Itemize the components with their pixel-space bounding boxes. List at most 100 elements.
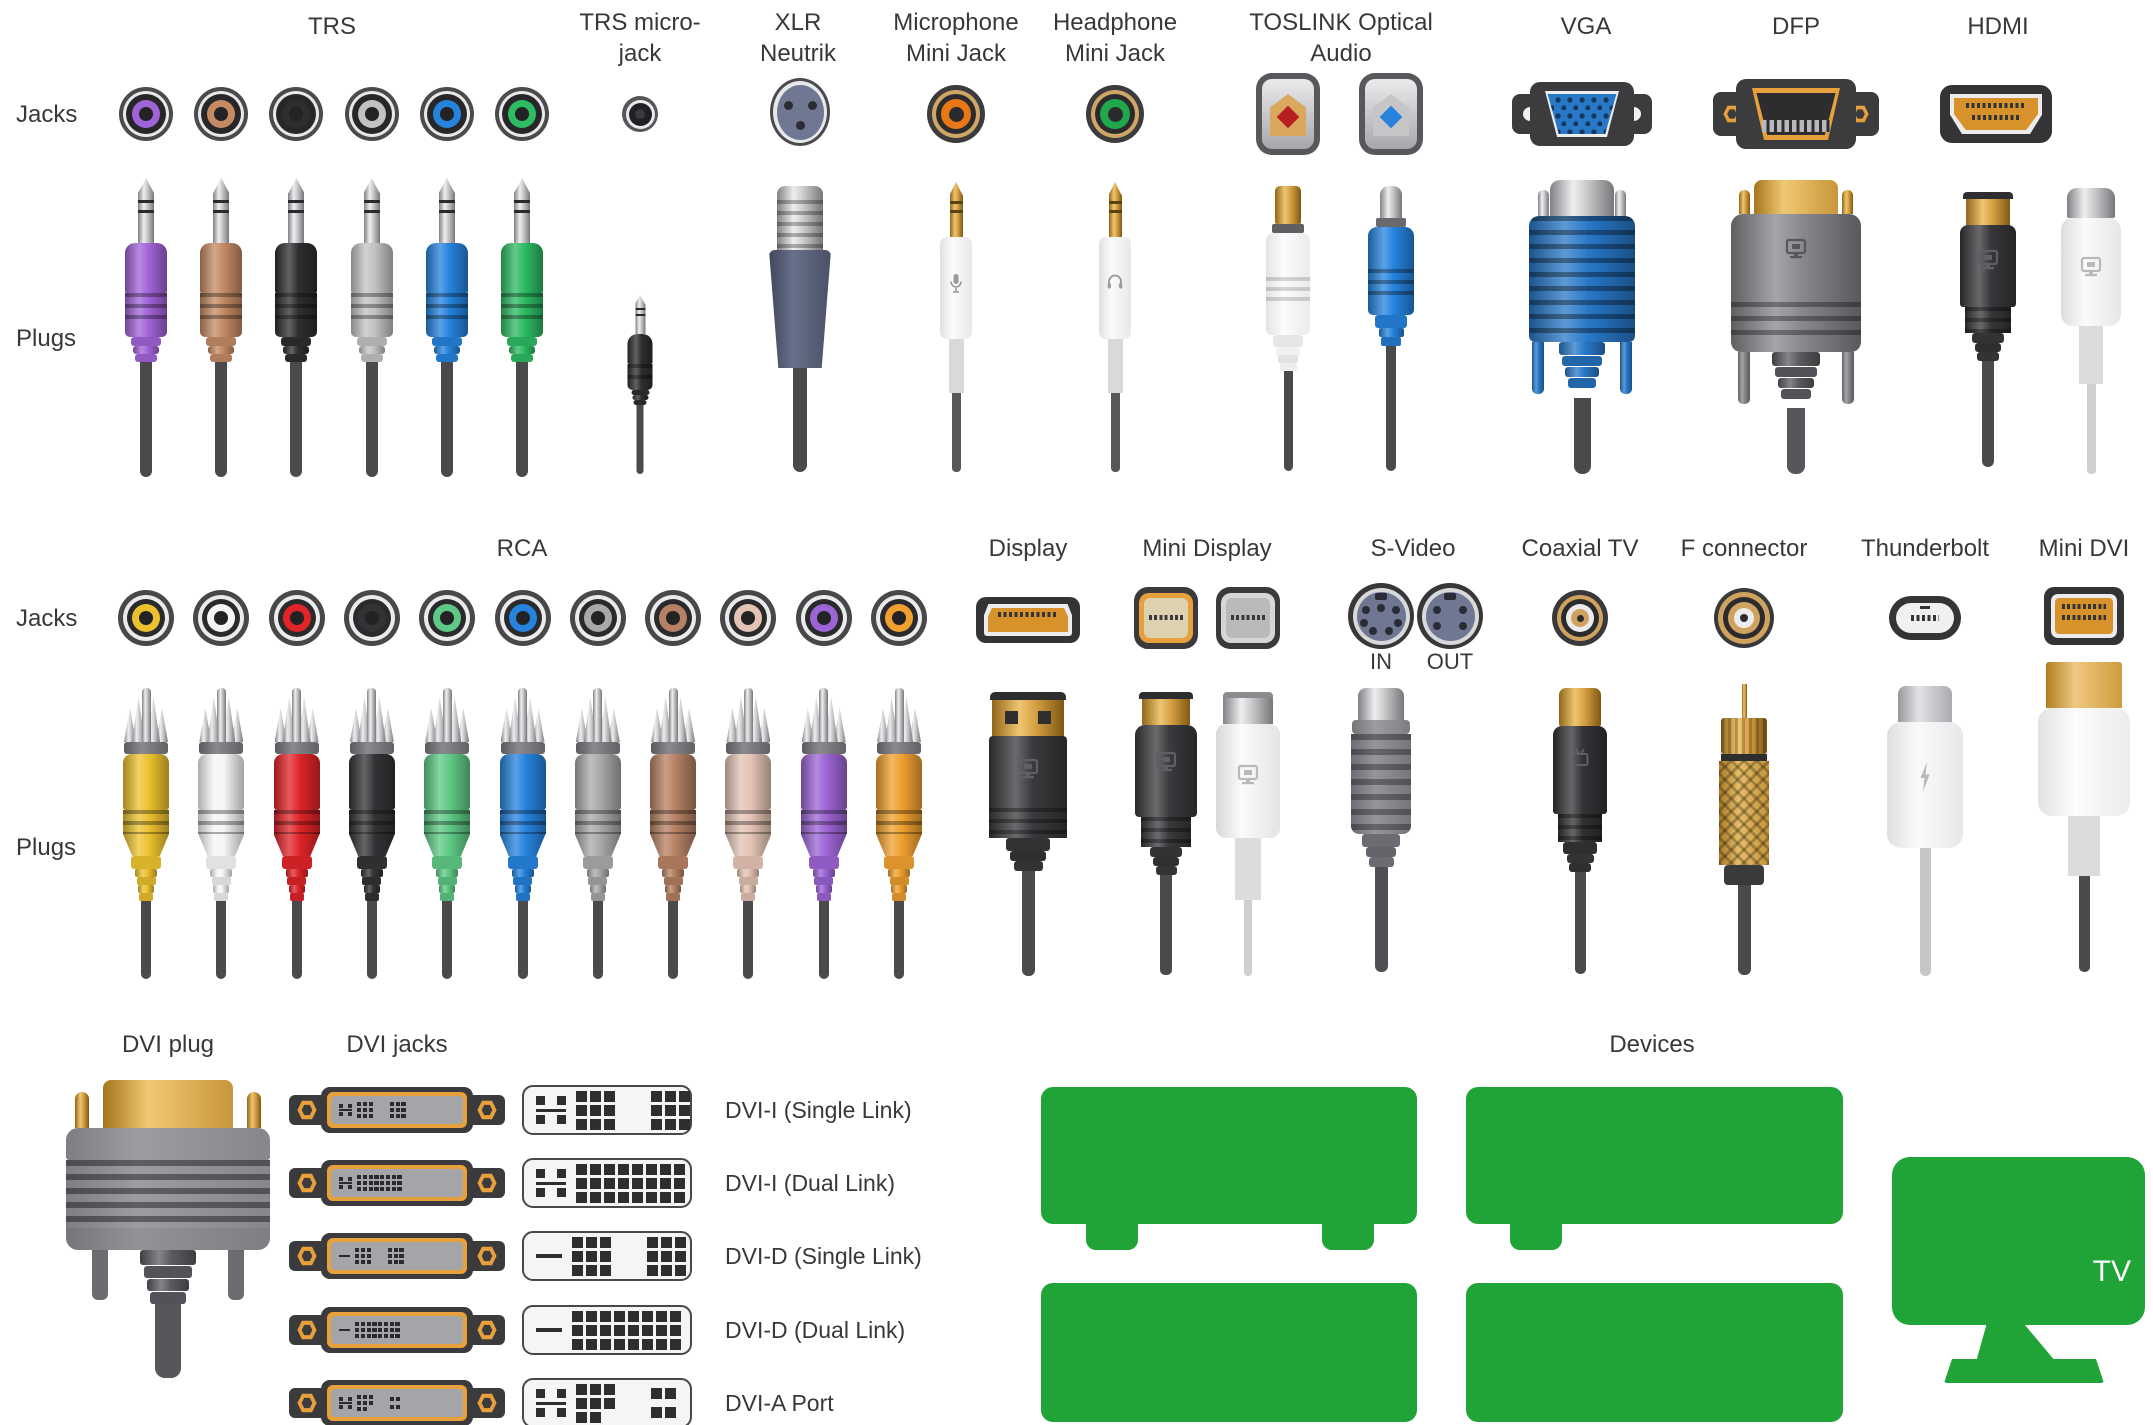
dvi-port-diagram[interactable]: [522, 1305, 692, 1355]
trs-plug[interactable]: [125, 178, 167, 477]
xlr-plug[interactable]: [769, 186, 831, 472]
trs-plug[interactable]: [275, 178, 318, 477]
dvi-port-diagram[interactable]: [522, 1158, 692, 1208]
screw-post: [92, 1250, 108, 1300]
pin-hole: [1362, 606, 1370, 614]
rca-jack[interactable]: [193, 590, 250, 646]
microphone-jack[interactable]: [927, 85, 985, 143]
headphone-jack[interactable]: [1086, 85, 1144, 143]
trs-jack[interactable]: [495, 87, 549, 141]
trs-micro-plug[interactable]: [627, 295, 653, 474]
rca-jack[interactable]: [795, 590, 852, 646]
toslink-jack[interactable]: [1359, 73, 1423, 155]
rca-plug[interactable]: [123, 688, 169, 979]
s-video-jack-in[interactable]: [1348, 583, 1414, 649]
device-box[interactable]: [1041, 1087, 1417, 1224]
tv-screen[interactable]: TV: [1892, 1157, 2145, 1325]
headphone-icon: [1107, 273, 1124, 295]
xlr-jack[interactable]: [770, 78, 830, 146]
rca-plug[interactable]: [348, 688, 395, 979]
displayport-jack[interactable]: [976, 597, 1080, 643]
device-foot: [1086, 1218, 1138, 1250]
coaxial-tv-plug[interactable]: [1553, 688, 1607, 974]
trs-plug[interactable]: [425, 178, 468, 477]
headphone-plug[interactable]: [1099, 182, 1131, 472]
rca-jack[interactable]: [419, 590, 476, 646]
rca-jack[interactable]: [343, 590, 400, 646]
rca-jack[interactable]: [645, 590, 702, 646]
microphone-plug[interactable]: [940, 182, 972, 472]
toslink-jack[interactable]: [1256, 73, 1320, 155]
rca-jack[interactable]: [720, 590, 777, 646]
f-connector-plug[interactable]: [1719, 684, 1769, 975]
s-video-plug[interactable]: [1351, 688, 1411, 972]
dvi-port-diagram[interactable]: [522, 1085, 692, 1135]
displayport-plug[interactable]: [989, 692, 1067, 976]
trs-plug[interactable]: [501, 178, 543, 477]
dvi-jack[interactable]: [289, 1307, 505, 1353]
pin-grid: [576, 1383, 615, 1423]
dvi-port-diagram[interactable]: [522, 1378, 692, 1425]
rca-plug[interactable]: [725, 688, 772, 979]
rca-plug[interactable]: [273, 688, 320, 979]
hdmi-plug-black[interactable]: [1960, 192, 2016, 467]
tv-stand-base: [1944, 1359, 2104, 1383]
trs-jack[interactable]: [119, 87, 173, 141]
rca-plug[interactable]: [499, 688, 546, 979]
toslink-plug-blue[interactable]: [1368, 186, 1414, 471]
dvi-plug[interactable]: [53, 1080, 283, 1378]
rca-plug[interactable]: [650, 688, 697, 979]
trs-jack[interactable]: [269, 87, 324, 141]
pin-hole: [1433, 606, 1441, 614]
dfp-plug[interactable]: [1731, 180, 1861, 474]
f-connector-jack[interactable]: [1714, 588, 1774, 648]
trs-jack[interactable]: [419, 87, 474, 141]
trs-jack[interactable]: [344, 87, 399, 141]
hdmi-jack[interactable]: [1940, 85, 2052, 143]
thunderbolt-plug[interactable]: [1887, 686, 1963, 976]
monitor-icon: [2079, 256, 2103, 283]
rca-jack[interactable]: [118, 590, 174, 646]
thunderbolt-jack[interactable]: [1889, 596, 1961, 640]
dvi-jack[interactable]: [289, 1087, 505, 1133]
mini-display-jack-silver[interactable]: [1216, 587, 1280, 649]
trs-jack[interactable]: [194, 87, 249, 141]
coaxial-tv-jack[interactable]: [1552, 590, 1608, 646]
rca-plug[interactable]: [424, 688, 471, 979]
device-box[interactable]: [1466, 1087, 1843, 1224]
s-video-jack-out[interactable]: [1417, 583, 1483, 649]
mini-dvi-jack[interactable]: [2044, 587, 2124, 645]
svideo-out-label: OUT: [1426, 649, 1474, 674]
trs-micro-jack[interactable]: [622, 96, 658, 132]
rca-plug[interactable]: [198, 688, 245, 979]
vga-plug[interactable]: [1529, 180, 1635, 474]
dvi-port-diagram[interactable]: [522, 1231, 692, 1281]
mini-display-jack-orange[interactable]: [1134, 587, 1198, 649]
trs-plug[interactable]: [350, 178, 393, 477]
rca-jack[interactable]: [569, 590, 626, 646]
mini-display-plug-white[interactable]: [1216, 692, 1280, 976]
rca-jack[interactable]: [871, 590, 927, 646]
device-box[interactable]: [1466, 1283, 1843, 1422]
device-box[interactable]: [1041, 1283, 1417, 1422]
rca-jack[interactable]: [268, 590, 325, 646]
rca-plug[interactable]: [574, 688, 621, 979]
dvi-jack[interactable]: [289, 1380, 505, 1425]
mini-dvi-plug[interactable]: [2038, 662, 2130, 972]
rca-plug[interactable]: [876, 688, 922, 979]
trs-plug[interactable]: [200, 178, 243, 477]
dfp-jack[interactable]: [1713, 79, 1879, 149]
hdmi-plug-white[interactable]: [2061, 188, 2121, 474]
vga-jack[interactable]: [1512, 82, 1652, 146]
dash-key: [536, 1254, 562, 1258]
dvi-jack[interactable]: [289, 1160, 505, 1206]
monitor-icon: [1784, 238, 1808, 265]
rca-jack[interactable]: [494, 590, 551, 646]
toslink-plug-white[interactable]: [1266, 186, 1310, 471]
title-f-connector: F connector: [1680, 535, 1808, 562]
rca-plug[interactable]: [800, 688, 847, 979]
dvi-jack[interactable]: [289, 1233, 505, 1279]
screw-pin: [1615, 190, 1626, 216]
mini-display-plug-black[interactable]: [1135, 692, 1197, 975]
gold-pin: [75, 1092, 89, 1128]
